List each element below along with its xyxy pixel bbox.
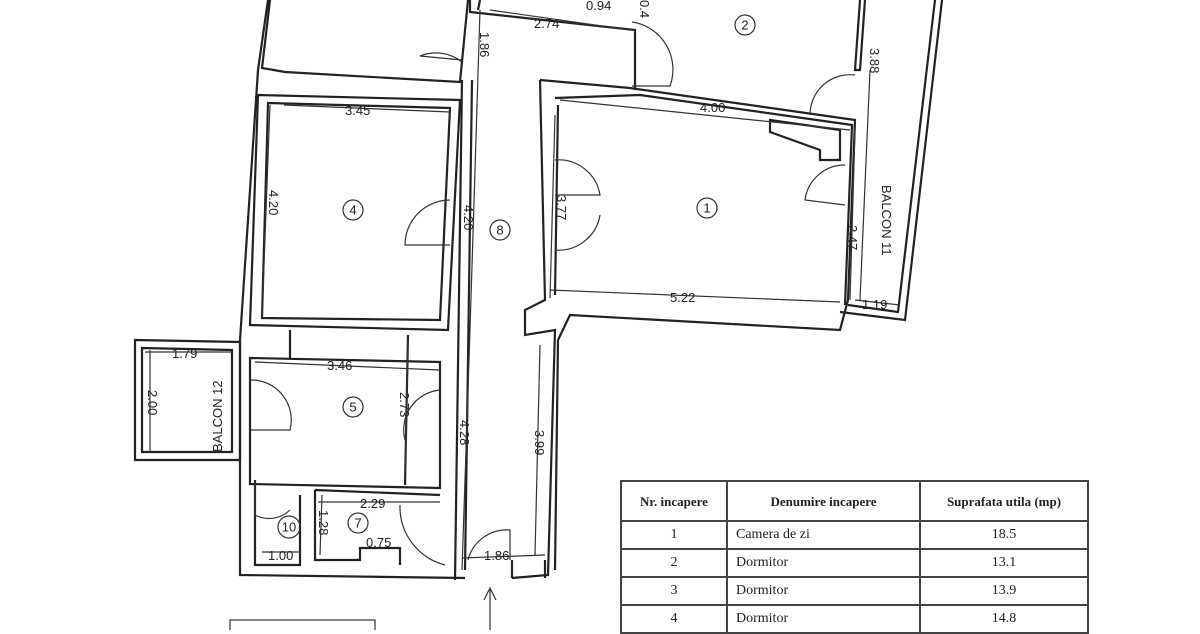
dim-label: 3.45 xyxy=(345,103,370,118)
room-5-marker xyxy=(342,396,364,418)
dim-label: 1.86 xyxy=(477,32,492,57)
room-4-marker xyxy=(342,199,364,221)
cell-area: 18.5 xyxy=(919,520,1089,550)
balcony-11-label: BALCON 11 xyxy=(879,185,894,256)
cell-name: Dormitor xyxy=(726,548,921,578)
dimension-lines xyxy=(145,9,901,630)
table-row: 2 Dormitor 13.1 xyxy=(620,548,1089,578)
room-1-label: 1 xyxy=(703,201,710,216)
cell-name: Dormitor xyxy=(726,576,921,606)
room-7-marker xyxy=(347,512,369,534)
room-8-marker xyxy=(489,219,511,241)
cell-name: Camera de zi xyxy=(726,520,921,550)
dim-label: 1.28 xyxy=(316,510,331,535)
dim-label: 2.00 xyxy=(145,390,160,415)
dim-label: 4.00 xyxy=(700,100,725,115)
walls xyxy=(133,0,944,581)
cell-area: 13.9 xyxy=(919,576,1089,606)
room-markers: 1 2 4 5 7 8 10 xyxy=(277,14,756,539)
table-row: 4 Dormitor 14.8 xyxy=(620,604,1089,634)
dim-label: 5.22 xyxy=(670,290,695,305)
col-header-number: Nr. incapere xyxy=(620,480,728,522)
dim-label: 2.47 xyxy=(845,225,860,250)
room-2-marker xyxy=(734,14,756,36)
room-10-label: 10 xyxy=(282,520,296,535)
room-2-label: 2 xyxy=(741,18,748,33)
room-7-label: 7 xyxy=(354,516,361,531)
dim-label: 1.86 xyxy=(484,548,509,563)
table-header-row: Nr. incapere Denumire incapere Suprafata… xyxy=(620,480,1089,522)
cell-area: 14.8 xyxy=(919,604,1089,634)
room-8-label: 8 xyxy=(496,223,503,238)
cell-number: 3 xyxy=(620,576,728,606)
dim-label: 0.94 xyxy=(586,0,611,13)
col-header-area: Suprafata utila (mp) xyxy=(919,480,1089,522)
dim-label: 4.28 xyxy=(457,420,472,445)
dim-label: 2.29 xyxy=(360,496,385,511)
room-10-marker xyxy=(277,515,301,539)
dim-label: 3.88 xyxy=(867,48,882,73)
table-row: 3 Dormitor 13.9 xyxy=(620,576,1089,606)
dim-label: 1.79 xyxy=(172,346,197,361)
cell-area: 13.1 xyxy=(919,548,1089,578)
room-area-table: Nr. incapere Denumire incapere Suprafata… xyxy=(620,480,1089,634)
dim-label: 3.77 xyxy=(554,195,569,220)
room-5-label: 5 xyxy=(349,400,356,415)
cell-number: 4 xyxy=(620,604,728,634)
cell-number: 1 xyxy=(620,520,728,550)
dim-label: 2.74 xyxy=(534,16,559,31)
dim-label: 3.46 xyxy=(327,358,352,373)
table-row: 1 Camera de zi 18.5 xyxy=(620,520,1089,550)
dim-label: 0.4 xyxy=(637,0,652,18)
room-1-marker xyxy=(696,197,718,219)
room-4-label: 4 xyxy=(349,203,356,218)
dim-label: 1.19 xyxy=(862,297,887,312)
balcony-12-label: BALCON 12 xyxy=(210,380,225,452)
dim-label: 3.99 xyxy=(532,430,547,455)
dim-label: 4.20 xyxy=(461,205,476,230)
cell-number: 2 xyxy=(620,548,728,578)
dimension-labels: 2.74 1.86 0.94 0.4 3.88 3.45 4.20 4.20 3… xyxy=(145,0,894,563)
col-header-name: Denumire incapere xyxy=(726,480,921,522)
dim-label: 2.73 xyxy=(397,392,412,417)
dim-label: 4.20 xyxy=(266,190,281,215)
dim-label: 0.75 xyxy=(366,535,391,550)
dim-label: 1.00 xyxy=(268,548,293,563)
cell-name: Dormitor xyxy=(726,604,921,634)
doors xyxy=(249,21,856,566)
